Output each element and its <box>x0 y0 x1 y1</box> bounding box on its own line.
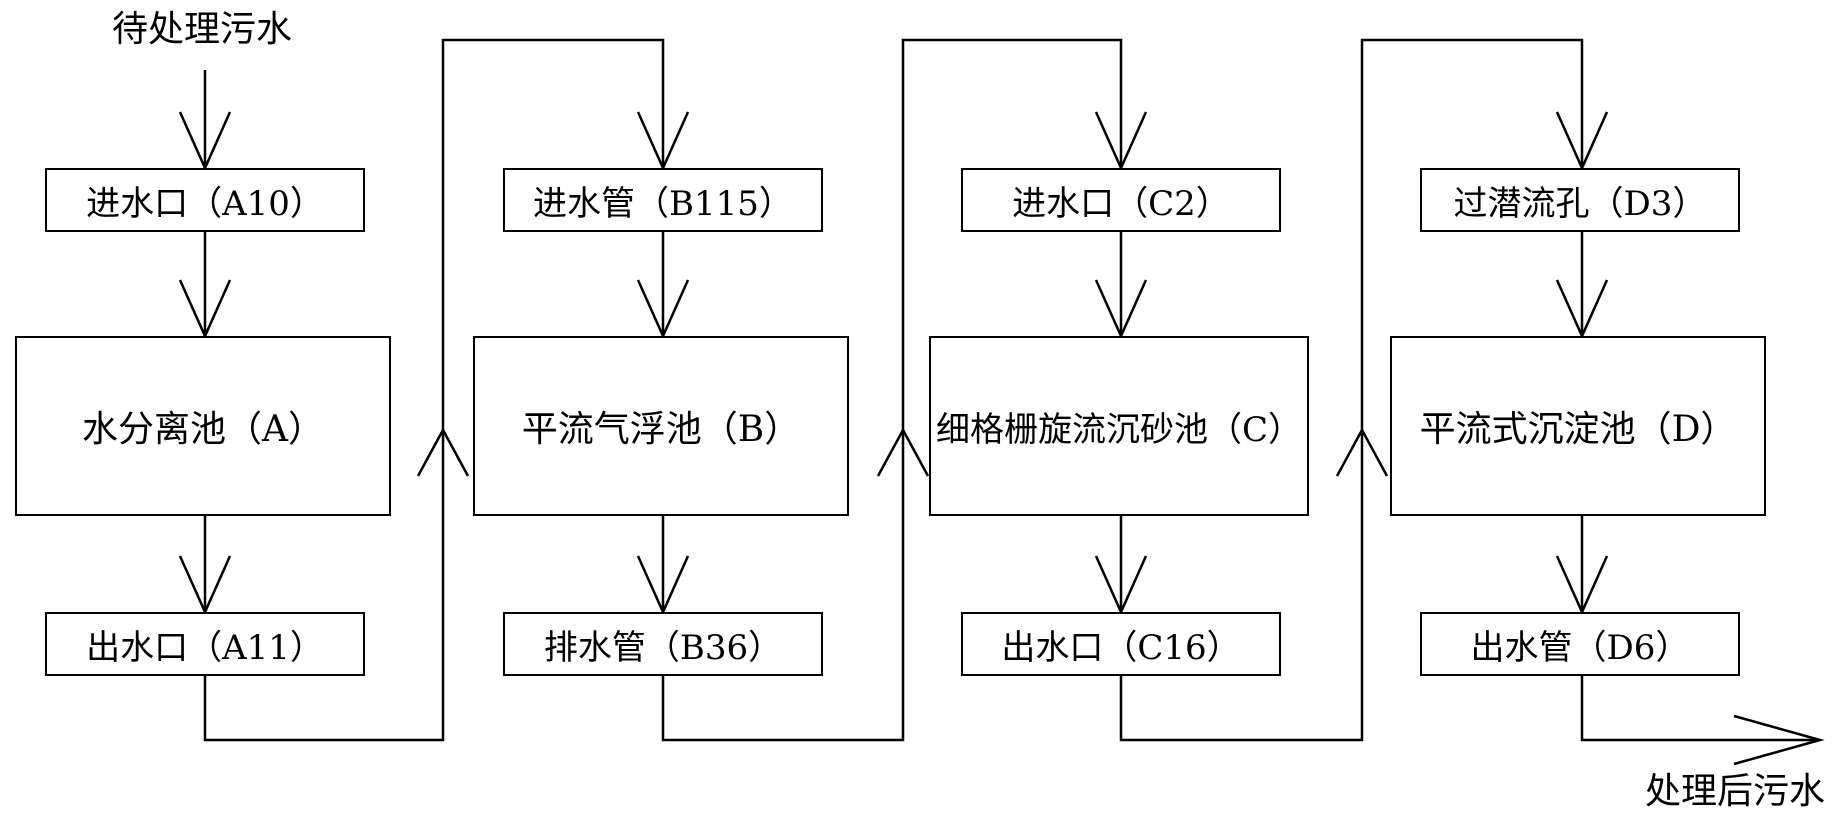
stage-a-outlet: 出水口（A11） <box>45 612 365 676</box>
stage-d-tank: 平流式沉淀池（D） <box>1390 336 1766 516</box>
stage-c-tank: 细格栅旋流沉砂池（C） <box>929 336 1309 516</box>
stage-c-outlet: 出水口（C16） <box>961 612 1281 676</box>
stage-b-tank: 平流气浮池（B） <box>473 336 849 516</box>
input-arrow <box>178 70 232 172</box>
stage-b-outlet: 排水管（B36） <box>503 612 823 676</box>
stage-b-inlet: 进水管（B115） <box>503 168 823 232</box>
stage-d-outlet: 出水管（D6） <box>1420 612 1740 676</box>
stage-c-inlet: 进水口（C2） <box>961 168 1281 232</box>
output-label: 处理后污水 <box>1645 771 1826 812</box>
stage-a-tank: 水分离池（A） <box>15 336 391 516</box>
input-label: 待处理污水 <box>112 9 293 50</box>
stage-a-inlet: 进水口（A10） <box>45 168 365 232</box>
stage-d-inlet: 过潜流孔（D3） <box>1420 168 1740 232</box>
output-arrow <box>1580 676 1825 766</box>
